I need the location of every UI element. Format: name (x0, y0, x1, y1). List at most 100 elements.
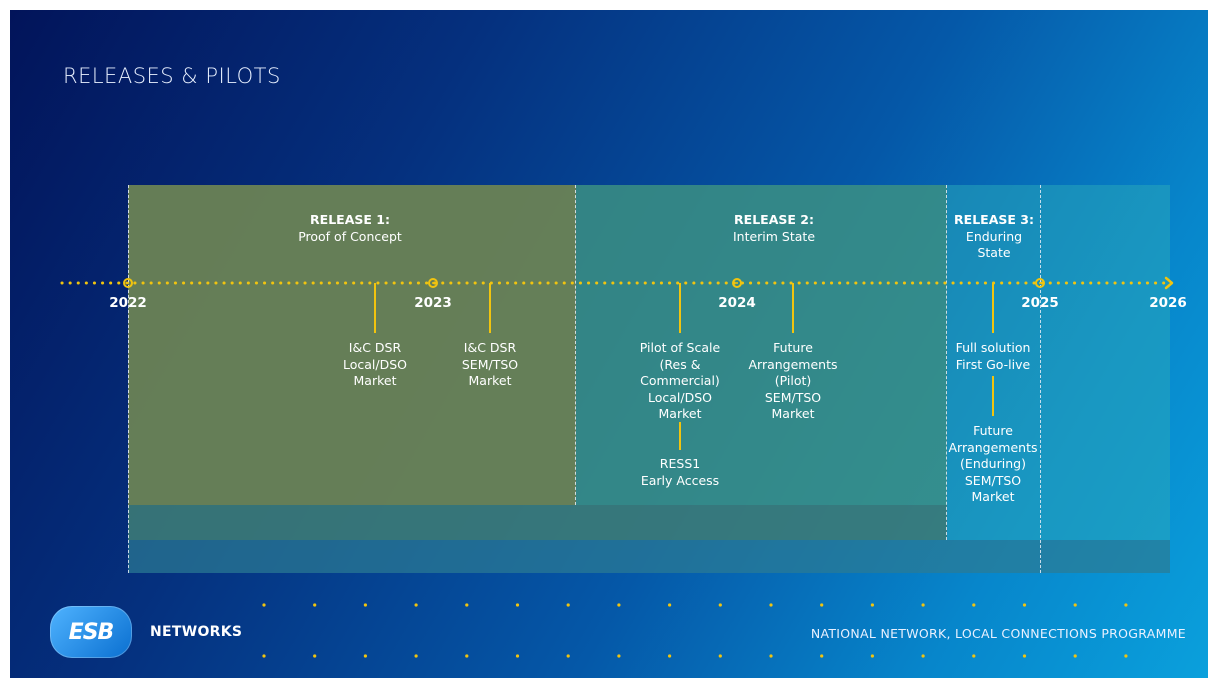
milestone-2-line-2: SEM/TSO (461, 356, 519, 372)
separator-release-2-3 (946, 185, 947, 540)
footer-dot (769, 603, 773, 607)
milestone-3-line-2: (Res & (659, 356, 701, 372)
footer-dot (262, 654, 266, 658)
footer-dot (1022, 654, 1027, 658)
milestone-future-arrangements-enduring: Future Arrangements (Enduring) SEM/TSO M… (938, 423, 1048, 506)
milestone-7-line-3: (Enduring) (960, 456, 1026, 472)
milestone-2-line-3: Market (468, 373, 512, 389)
footer-dot (617, 654, 621, 658)
release-2-subtitle: Interim State (732, 228, 816, 244)
release-3-header: RELEASE 3: Enduring State (948, 212, 1040, 262)
footer-dot (617, 603, 621, 607)
year-marker-2025 (1035, 278, 1045, 288)
footer-dot (414, 603, 418, 607)
milestone-5-line-4: SEM/TSO (764, 389, 822, 405)
footer-dot (870, 603, 875, 607)
footer-dots (262, 603, 1128, 658)
footer-dot (1124, 654, 1128, 658)
esb-logo: ESB (50, 606, 132, 658)
separator-2025 (1040, 185, 1041, 573)
footer-dot (363, 654, 367, 658)
footer-dot (566, 603, 570, 607)
footer-dot (718, 603, 722, 607)
footer-dot (972, 654, 976, 658)
footer-dot (1022, 603, 1027, 607)
timeline-axis (60, 276, 1174, 290)
footer-dot (363, 603, 367, 607)
separator-2022 (128, 185, 129, 573)
footer-dot (820, 654, 824, 658)
milestone-connector-6 (992, 283, 994, 333)
milestone-5-line-3: (Pilot) (774, 373, 812, 389)
milestone-6-line-1: Full solution (955, 340, 1031, 355)
milestone-pilot-of-scale: Pilot of Scale (Res & Commercial) Local/… (615, 340, 745, 423)
page-title: RELEASES & PILOTS (63, 64, 281, 88)
release-1-band (128, 185, 576, 505)
footer-dot (718, 654, 722, 658)
release-3-subtitle-line-1: Enduring (965, 228, 1023, 244)
brand-name: NETWORKS (150, 624, 243, 640)
footer-dot (313, 654, 317, 658)
release-3-subtitle-line-2: State (977, 245, 1011, 261)
year-label-2024: 2024 (718, 295, 756, 311)
footer-dot (820, 603, 824, 607)
milestone-5-line-1: Future (773, 340, 813, 355)
milestone-3-line-4: Local/DSO (647, 389, 712, 405)
logo-mark-icon: ESB (68, 619, 115, 645)
milestone-connector-5 (792, 283, 794, 333)
footer-dot (1073, 654, 1077, 658)
milestone-connector-7 (992, 376, 994, 416)
milestone-7-line-2: Arrangements (948, 439, 1038, 455)
milestone-future-arrangements-pilot: Future Arrangements (Pilot) SEM/TSO Mark… (728, 340, 858, 423)
footer-dot (566, 654, 570, 658)
milestone-4-line-2: Early Access (640, 472, 720, 488)
release-3-shade (128, 540, 1170, 573)
footer-dot (972, 603, 976, 607)
footer-dot (465, 603, 469, 607)
milestone-2-line-1: I&C DSR (463, 340, 517, 355)
release-1-subtitle: Proof of Concept (298, 228, 402, 244)
footer-dot (921, 603, 925, 607)
footer-dot (414, 654, 418, 658)
slide: RELEASES & PILOTS 2022 2023 2024 2025 20… (10, 10, 1208, 678)
year-label-2026: 2026 (1149, 295, 1187, 311)
milestone-ic-dsr-sem: I&C DSR SEM/TSO Market (430, 340, 550, 390)
footer-dot (313, 603, 317, 607)
year-label-2023: 2023 (414, 295, 452, 311)
year-marker-2024 (732, 278, 742, 288)
release-2-name: RELEASE 2: (734, 212, 814, 227)
footer-dot (870, 654, 875, 658)
milestone-ress1: RESS1 Early Access (615, 456, 745, 489)
milestone-connector-3 (679, 283, 681, 333)
milestone-3-line-5: Market (658, 406, 702, 422)
release-1-header: RELEASE 1: Proof of Concept (260, 212, 440, 245)
milestone-6-line-2: First Go-live (955, 356, 1031, 372)
milestone-3-line-1: Pilot of Scale (639, 340, 721, 355)
milestone-connector-4 (679, 422, 681, 450)
footer-dot (262, 603, 266, 607)
milestone-full-solution: Full solution First Go-live (938, 340, 1048, 373)
footer-dot (668, 603, 672, 607)
milestone-connector-2 (489, 283, 491, 333)
milestone-7-line-1: Future (973, 423, 1013, 438)
footer-dot (515, 603, 520, 607)
milestone-ic-dsr-local: I&C DSR Local/DSO Market (315, 340, 435, 390)
release-1-shade (128, 505, 947, 540)
milestone-7-line-5: Market (971, 489, 1015, 505)
release-1-name: RELEASE 1: (310, 212, 390, 227)
milestone-1-line-3: Market (353, 373, 397, 389)
footer-dot (921, 654, 925, 658)
milestone-1-line-2: Local/DSO (342, 356, 407, 372)
milestone-3-line-3: Commercial) (640, 373, 720, 389)
year-marker-2023 (428, 278, 438, 288)
year-label-2025: 2025 (1021, 295, 1059, 311)
milestone-5-line-2: Arrangements (748, 356, 838, 372)
footer-dot (668, 654, 672, 658)
timeline-arrow-icon (1164, 276, 1174, 290)
milestone-5-line-5: Market (771, 406, 815, 422)
release-2-header: RELEASE 2: Interim State (684, 212, 864, 245)
programme-name: NATIONAL NETWORK, LOCAL CONNECTIONS PROG… (810, 626, 1186, 641)
footer-dot (515, 654, 520, 658)
year-marker-2022 (123, 278, 133, 288)
year-label-2022: 2022 (109, 295, 147, 311)
